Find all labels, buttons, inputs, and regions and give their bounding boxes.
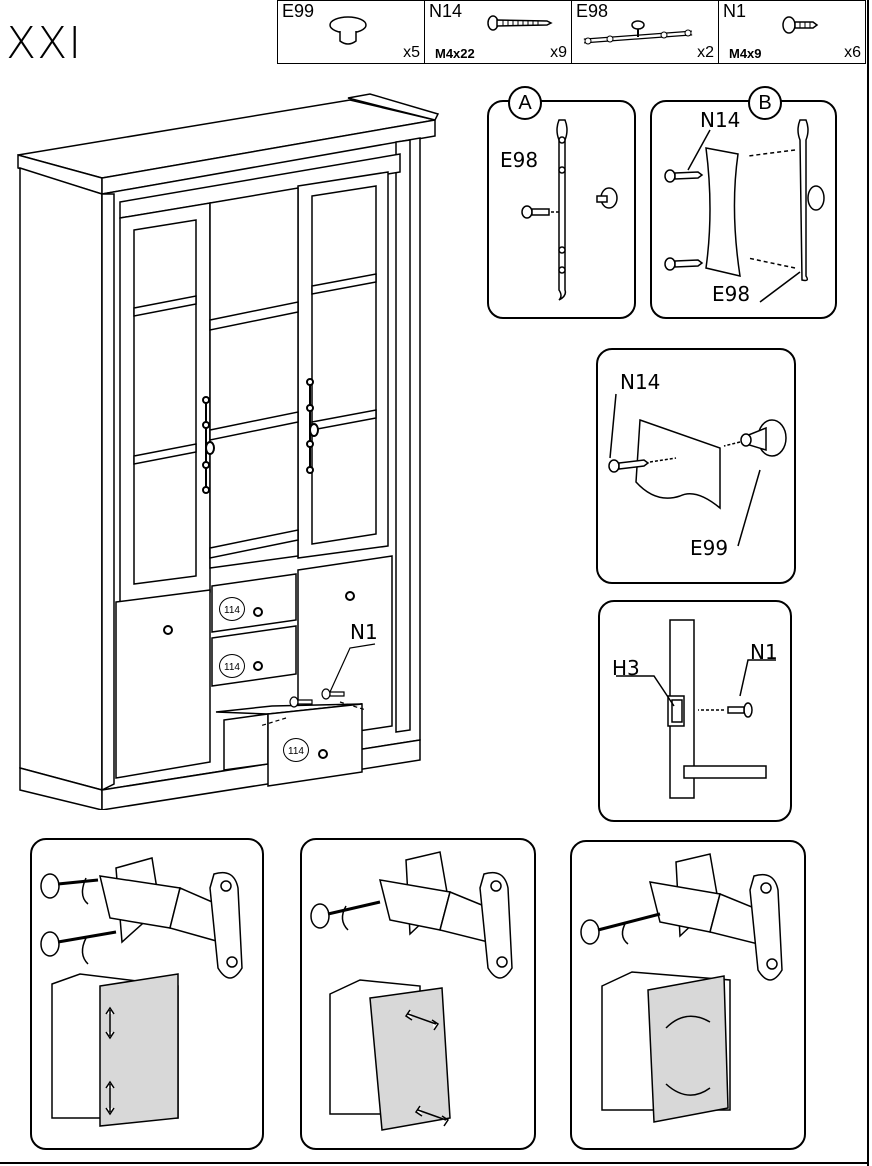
drawer-tag-label: 114 (288, 746, 304, 757)
knob-assembly-diagram (608, 393, 787, 547)
part-cell-e98: E98 x2 (571, 0, 719, 64)
detail-b-screw-label: N14 (700, 108, 741, 132)
drawer-tag: 114 (219, 597, 245, 621)
detail-b-handle-label: E98 (712, 282, 751, 306)
drawer-tag: 114 (283, 738, 309, 762)
page-border-right (867, 0, 869, 1166)
part-spec: M4x9 (729, 46, 762, 61)
part-quantity: x2 (697, 44, 714, 61)
page-border-bottom (0, 1162, 869, 1164)
drawer-tag: 114 (219, 654, 245, 678)
cabinet-screw-label: N1 (350, 620, 378, 644)
hinge-plate-diagram (616, 619, 776, 799)
knob-icon (329, 16, 367, 45)
part-code: E98 (576, 1, 609, 21)
drawer-tag-label: 114 (224, 662, 240, 673)
part-code: N14 (429, 1, 463, 21)
hinge-plate-detail-panel (598, 600, 792, 822)
part-cell-e99: E99 x5 (277, 0, 425, 64)
hinge-height-diagram (40, 857, 243, 1127)
long-screw-icon (487, 15, 553, 31)
knob-screw-label: N14 (620, 370, 661, 394)
hinge-depth-diagram (580, 853, 783, 1123)
leader-line (329, 643, 376, 693)
detail-b-badge: B (748, 86, 782, 120)
handle-mount-diagram (664, 119, 825, 303)
part-cell-n14: N14 M4x22 x9 (424, 0, 572, 64)
hinge-side-diagram (310, 851, 513, 1131)
part-cell-n1: N1 M4x9 x6 (718, 0, 866, 64)
part-quantity: x5 (403, 44, 420, 61)
handle-assembly-diagram (521, 119, 618, 301)
part-quantity: x6 (844, 44, 861, 61)
short-screw-icon (782, 16, 819, 34)
step-number: XXI (6, 18, 83, 69)
knob-label: E99 (690, 536, 729, 560)
detail-a-badge: A (508, 86, 542, 120)
drawer-tag-label: 114 (224, 605, 240, 616)
bar-handle-icon (583, 20, 693, 45)
cabinet-illustration (17, 93, 440, 810)
parts-table: E99 x5 N14 M4x22 x9 E98 (277, 0, 866, 64)
part-spec: M4x22 (435, 46, 475, 61)
part-quantity: x9 (550, 44, 567, 61)
part-code: E99 (282, 1, 315, 21)
part-code: N1 (723, 1, 747, 21)
detail-a-part-label: E98 (500, 148, 539, 172)
